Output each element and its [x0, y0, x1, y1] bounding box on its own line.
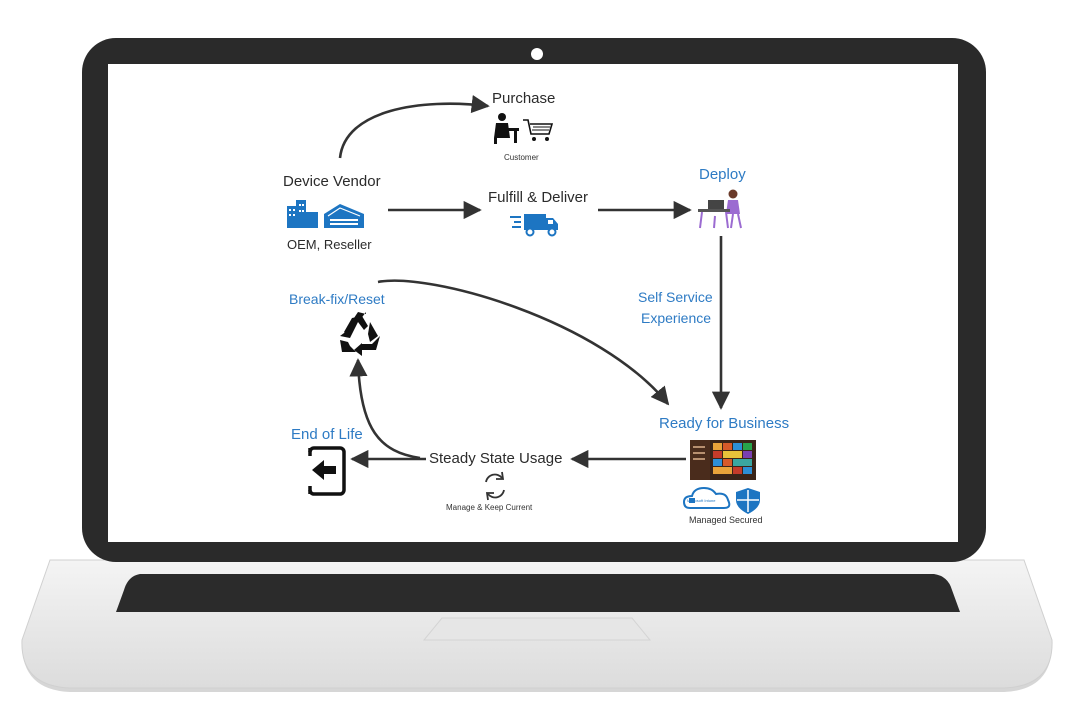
shield-icon — [736, 488, 760, 514]
arrow-breakfix-to-ready — [377, 279, 670, 406]
trackpad — [422, 617, 652, 641]
purchase-caption: Customer — [504, 153, 539, 162]
ready-caption: Managed Secured — [689, 515, 763, 525]
intune-label: Microsoft Intune — [687, 498, 716, 503]
deploy-label: Deploy — [699, 166, 746, 183]
arrow-vendor-to-purchase — [338, 95, 490, 159]
windows-start-screen-icon — [690, 440, 756, 480]
keyboard-area — [116, 574, 960, 612]
delivery-truck-icon — [510, 214, 558, 237]
steady-state-caption: Manage & Keep Current — [446, 503, 533, 512]
arrow-steady-to-breakfix — [349, 358, 421, 460]
end-of-life-label: End of Life — [291, 426, 363, 443]
fulfill-label: Fulfill & Deliver — [488, 189, 589, 206]
device-vendor-label: Device Vendor — [283, 173, 381, 190]
exit-door-icon — [306, 446, 346, 496]
device-vendor-caption: OEM, Reseller — [287, 237, 372, 252]
ready-label: Ready for Business — [659, 415, 790, 432]
break-fix-label: Break-fix/Reset — [289, 291, 385, 307]
steady-state-label: Steady State Usage — [429, 450, 563, 467]
customer-cart-icon — [494, 113, 554, 144]
factory-buildings-icon — [287, 200, 364, 228]
screen — [108, 64, 958, 542]
self-service-line1: Self Service — [638, 289, 713, 305]
recycle-icon — [340, 312, 380, 356]
intune-cloud-icon — [682, 486, 731, 509]
person-at-desk-icon — [698, 189, 742, 229]
purchase-label: Purchase — [492, 90, 556, 107]
webcam — [531, 48, 543, 60]
refresh-icon — [485, 471, 505, 501]
self-service-line2: Experience — [641, 310, 712, 326]
